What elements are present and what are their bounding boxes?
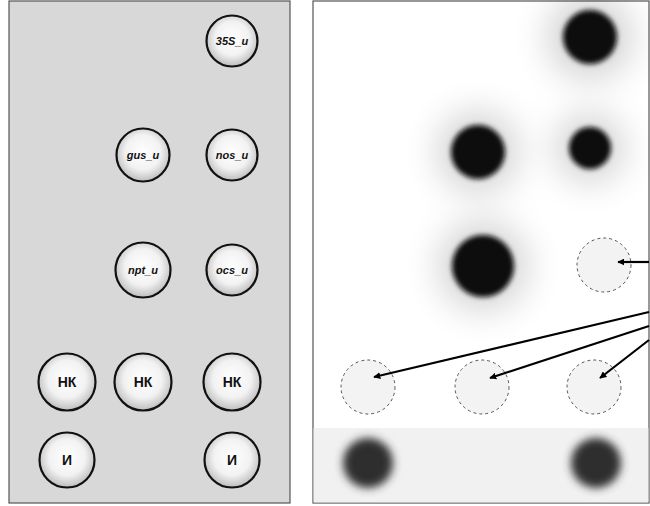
sample-label: НК (223, 374, 242, 390)
sample-label: nos_и (216, 149, 248, 161)
scheme-panel (9, 1, 290, 503)
sample-circle: nos_и (205, 128, 259, 182)
sample-circle: И (38, 431, 96, 489)
sample-label: НК (58, 374, 77, 390)
sample-label: И (227, 452, 237, 468)
circle-shape (39, 354, 96, 411)
sample-label: npt_и (128, 264, 158, 276)
circle-shape (205, 433, 260, 488)
circle-shape (115, 354, 172, 411)
sample-circle: НК (113, 352, 173, 412)
circle-shape (40, 433, 95, 488)
control-band (314, 428, 649, 502)
circle-shape (207, 16, 258, 67)
sample-label: И (62, 452, 72, 468)
circle-shape (117, 129, 170, 182)
circle-shape (116, 243, 171, 298)
sample-circle: npt_и (114, 241, 172, 299)
control-spot (343, 438, 621, 488)
sample-circle: И (203, 431, 261, 489)
circle-shape (204, 354, 261, 411)
circle-shape (207, 245, 258, 296)
sample-circle: НК (202, 352, 262, 412)
sample-circle: gus_и (115, 127, 171, 183)
sample-label: ocs_и (216, 264, 248, 276)
sample-label: 35S_и (216, 35, 248, 47)
sample-circle: НК (37, 352, 97, 412)
sample-label: НК (134, 374, 153, 390)
pointer-arrow (374, 262, 649, 378)
sample-label: gus_и (127, 149, 159, 161)
sample-circle: ocs_и (205, 243, 259, 297)
signal-haze (438, 0, 632, 310)
circle-shape (207, 130, 258, 181)
sample-circle: 35S_и (205, 14, 259, 68)
